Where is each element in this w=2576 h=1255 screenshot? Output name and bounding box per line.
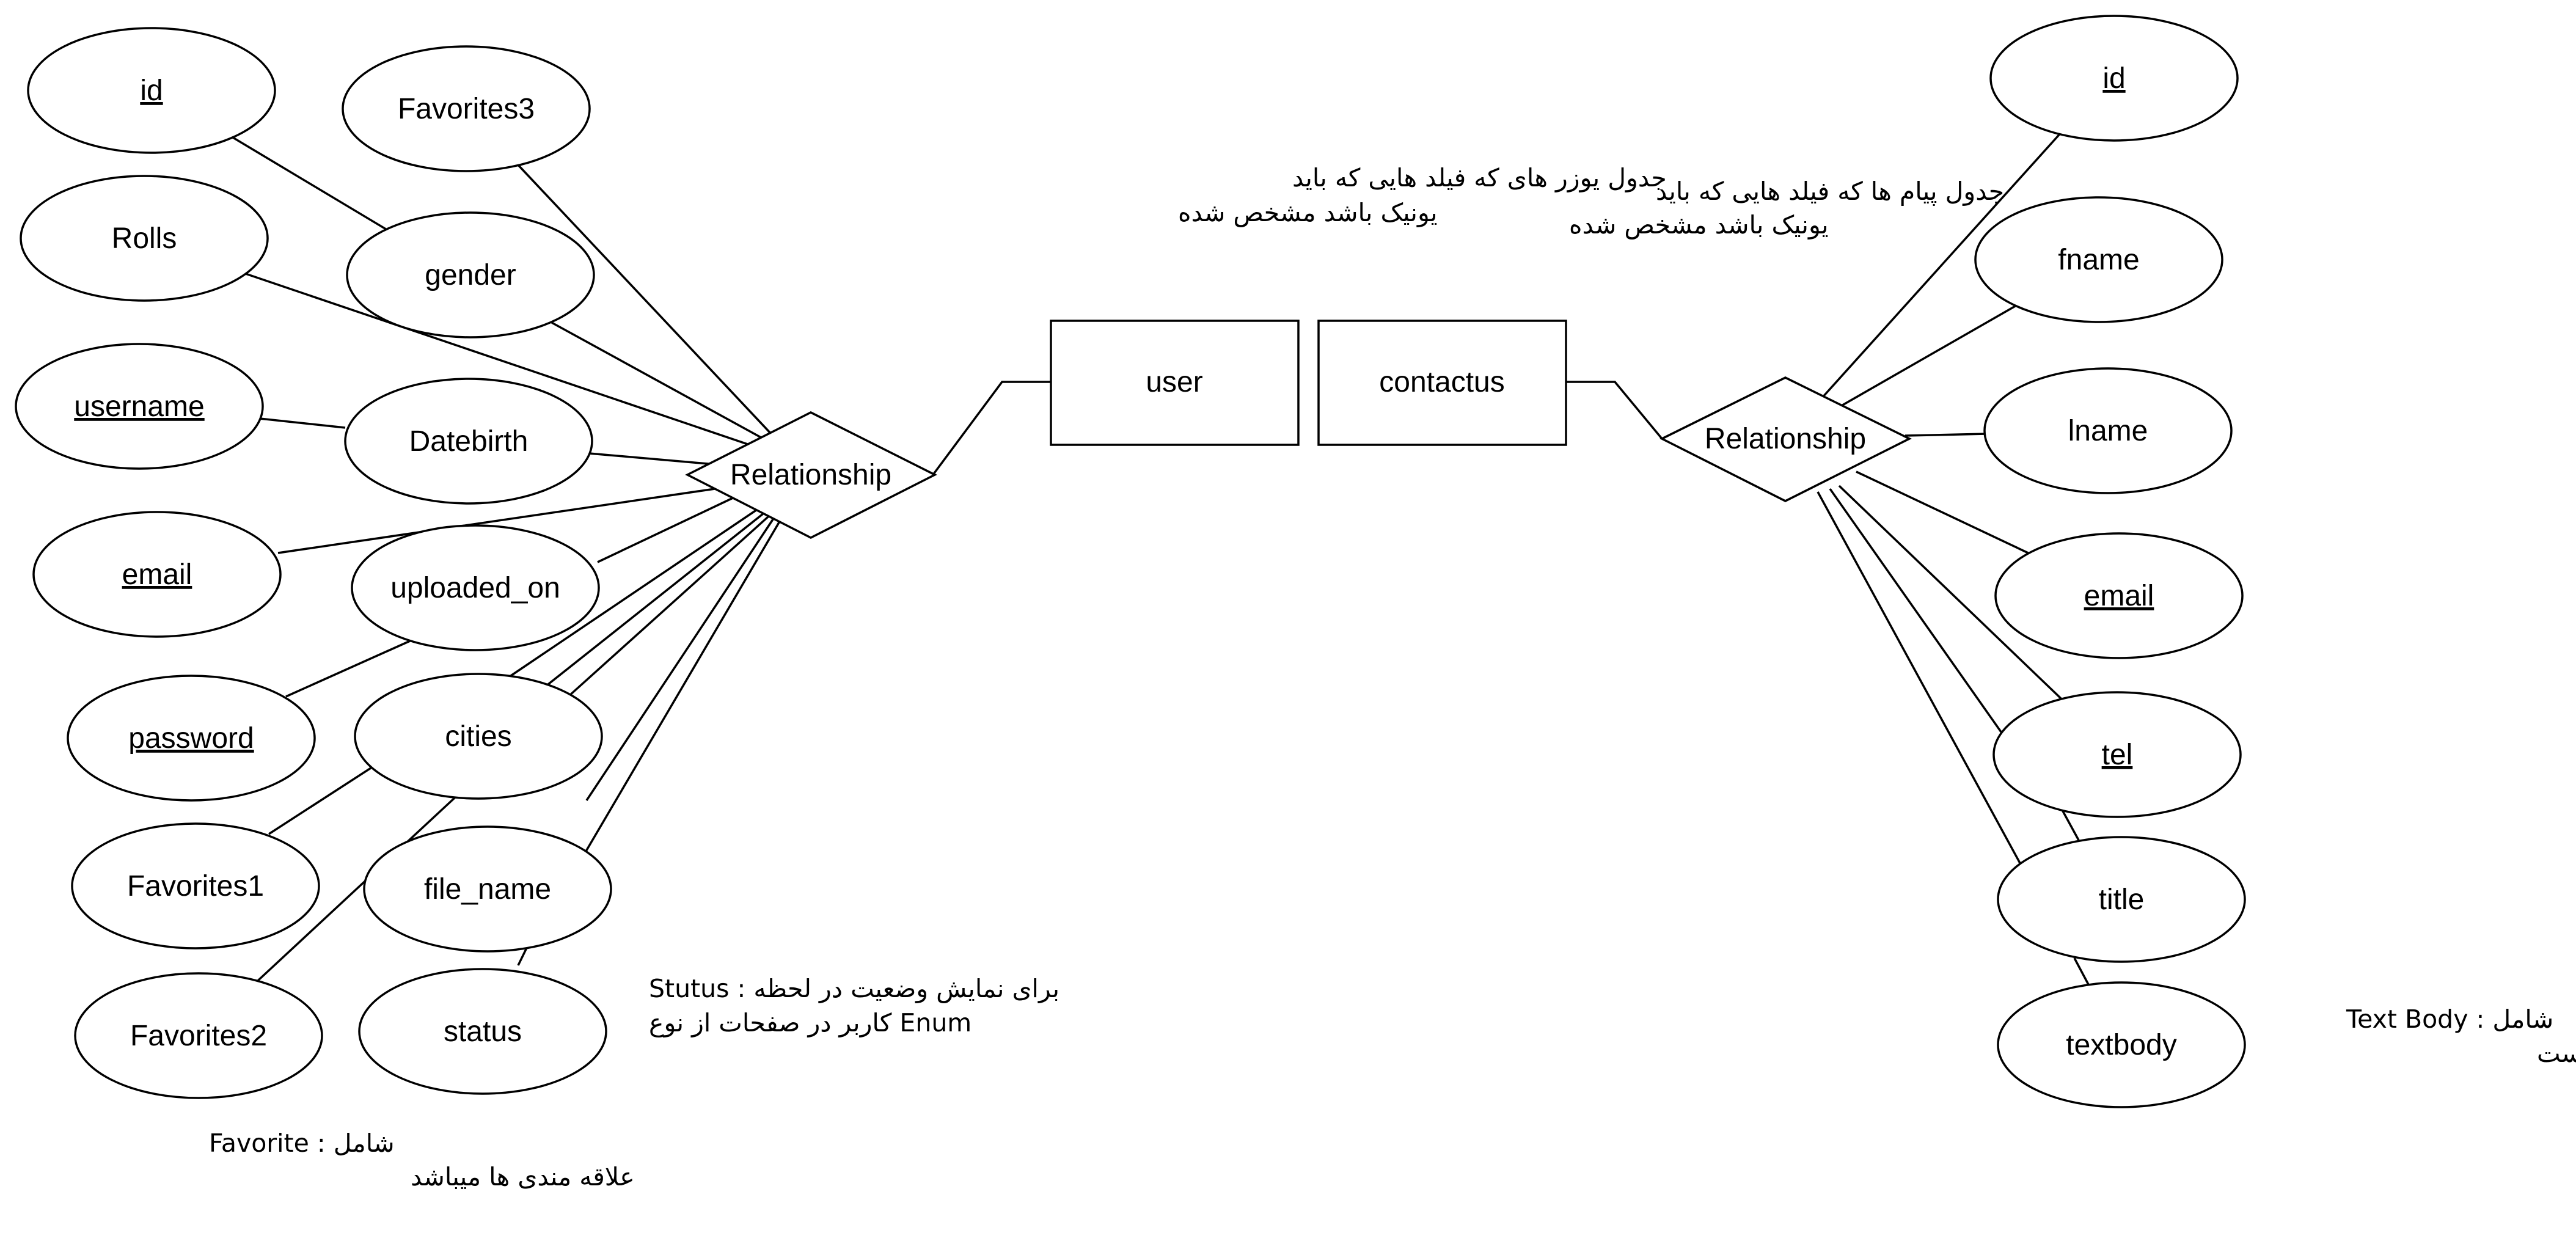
- connector-c-fname: [1840, 304, 2017, 408]
- attr-file-name: file_name: [363, 825, 612, 953]
- attr-uploaded-on-label: uploaded_on: [390, 572, 560, 604]
- connector-c-tel: [1838, 485, 2063, 701]
- entity-contactus-label: contactus: [1379, 366, 1504, 398]
- note-textbody-line2: متن اصلی پیام است: [2537, 1039, 2576, 1069]
- note-textbody: Text Body : شامل متن اصلی پیام است: [2346, 1004, 2576, 1069]
- connector-c-title: [1817, 491, 2024, 868]
- attr-favorites1-label: Favorites1: [127, 870, 264, 902]
- attr-email-label: email: [122, 558, 192, 591]
- attr-favorites1: Favorites1: [71, 822, 320, 949]
- note-status: Stutus : برای نمایش وضعیت در لحظه کاربر …: [649, 974, 1059, 1037]
- attr-favorites3: Favorites3: [342, 45, 591, 172]
- user-attributes: id Favorites3 Rolls gender username Date…: [15, 27, 612, 1099]
- note-user-table-line1: جدول یوزر های که فیلد هایی که باید: [1292, 163, 1667, 192]
- c-attr-email: email: [1994, 532, 2244, 659]
- connector-email: [277, 488, 715, 554]
- user-connectors: [232, 136, 1051, 982]
- attr-favorites2-label: Favorites2: [130, 1020, 267, 1052]
- note-status-line2: کاربر در صفحات از نوع Enum: [649, 1008, 971, 1037]
- c-attr-title-label: title: [2099, 884, 2145, 916]
- connector-c-tel-2: [1829, 488, 2005, 737]
- connector-contactus-relationship: [1566, 381, 1663, 440]
- contact-attributes: id fname lname email tel title textbody: [1974, 15, 2246, 1108]
- note-user-table-line2: یونیک باشد مشخص شده: [1178, 198, 1438, 227]
- relationship-user-label: Relationship: [730, 459, 891, 491]
- connector-user-relationship: [932, 381, 1051, 476]
- c-attr-tel: tel: [1992, 691, 2242, 818]
- c-attr-fname-label: fname: [2058, 244, 2139, 276]
- connector-cities-2: [541, 512, 765, 690]
- attr-email: email: [32, 511, 282, 638]
- attr-cities: cities: [354, 673, 603, 800]
- connector-rolls: [245, 273, 772, 453]
- connector-c-email: [1856, 470, 2035, 557]
- note-textbody-line1: Text Body : شامل: [2346, 1004, 2553, 1034]
- connector-datebirth: [588, 452, 715, 466]
- entity-user-label: user: [1146, 366, 1202, 398]
- c-attr-textbody-label: textbody: [2066, 1029, 2176, 1061]
- note-favorite-line1: Favorite : شامل: [209, 1129, 395, 1158]
- attr-gender-label: gender: [425, 259, 516, 291]
- c-attr-id: id: [1989, 15, 2239, 142]
- notes: جدول یوزر های که فیلد هایی که باید یونیک…: [209, 163, 2576, 1191]
- attr-favorites3-label: Favorites3: [398, 93, 535, 125]
- connector-cities-3: [567, 515, 770, 698]
- relationship-contact: Relationship: [1659, 376, 1912, 502]
- c-attr-email-label: email: [2084, 580, 2154, 612]
- connector-status: [582, 522, 780, 856]
- attr-datebirth-label: Datebirth: [409, 425, 529, 458]
- entity-user: user: [1050, 320, 1300, 446]
- connector-uploaded-on: [597, 494, 740, 563]
- connector-favorites1: [268, 766, 373, 835]
- attr-rolls-label: Rolls: [112, 222, 177, 255]
- connector-c-textbody: [2073, 957, 2091, 987]
- connector-id-gender: [232, 136, 392, 233]
- c-attr-tel-label: tel: [2102, 739, 2133, 771]
- connector-c-tel-title: [2059, 806, 2080, 841]
- c-attr-fname: fname: [1974, 196, 2223, 323]
- attr-favorites2: Favorites2: [74, 972, 323, 1099]
- c-attr-lname: lname: [1983, 367, 2233, 494]
- attr-cities-label: cities: [445, 720, 511, 753]
- c-attr-textbody: textbody: [1997, 981, 2246, 1108]
- attr-file-name-label: file_name: [424, 873, 551, 906]
- c-attr-id-label: id: [2102, 62, 2125, 95]
- attr-uploaded-on: uploaded_on: [351, 524, 600, 651]
- attr-gender: gender: [346, 211, 595, 338]
- note-contact-table-line2: یونیک باشد مشخص شده: [1569, 210, 1829, 240]
- note-contact-table-line1: جدول پیام ها که فیلد هایی که باید: [1656, 177, 2004, 207]
- connector-username-datebirth: [259, 417, 346, 429]
- connector-c-id: [1821, 130, 2063, 398]
- note-favorite: Favorite : شامل علاقه مندی ها میباشد: [209, 1129, 635, 1191]
- attr-id-label: id: [140, 75, 163, 107]
- note-status-line1: Stutus : برای نمایش وضعیت در لحظه: [649, 974, 1059, 1003]
- connector-cities-1: [507, 506, 761, 679]
- attr-status-label: status: [444, 1015, 522, 1048]
- note-user-table: جدول یوزر های که فیلد هایی که باید یونیک…: [1178, 163, 1667, 227]
- attr-datebirth: Datebirth: [344, 378, 593, 505]
- attr-username: username: [15, 343, 264, 470]
- attr-id: id: [27, 27, 276, 154]
- note-favorite-line2: علاقه مندی ها میباشد: [411, 1162, 635, 1191]
- contact-connectors: [1566, 130, 2091, 987]
- connector-c-lname: [1905, 433, 1988, 437]
- attr-rolls: Rolls: [20, 175, 269, 302]
- relationship-user: Relationship: [685, 411, 937, 539]
- attr-password-label: password: [128, 722, 254, 755]
- connector-gender: [551, 321, 772, 444]
- c-attr-title: title: [1997, 836, 2246, 963]
- connector-favorites3: [517, 164, 772, 435]
- entity-contactus: contactus: [1317, 320, 1567, 446]
- relationship-contact-label: Relationship: [1705, 423, 1866, 455]
- connector-favorites2: [257, 796, 456, 982]
- attr-password: password: [67, 675, 316, 802]
- connector-file-name: [585, 519, 774, 801]
- attr-status: status: [358, 968, 607, 1095]
- note-contact-table: جدول پیام ها که فیلد هایی که باید یونیک …: [1569, 177, 2004, 240]
- attr-username-label: username: [74, 390, 204, 423]
- connector-password: [285, 637, 416, 698]
- c-attr-lname-label: lname: [2068, 415, 2148, 447]
